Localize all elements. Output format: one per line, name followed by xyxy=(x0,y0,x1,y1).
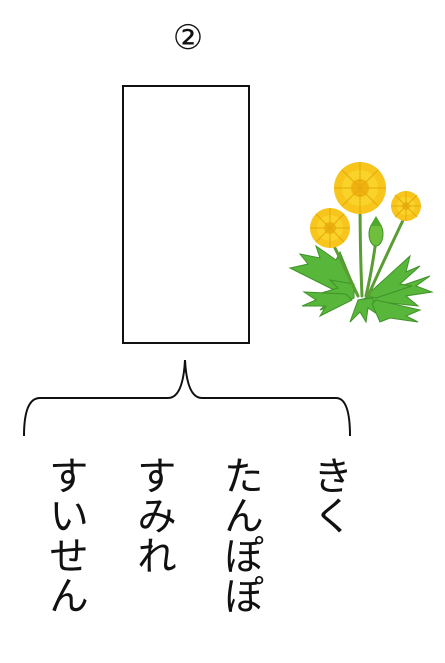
choice-suisen[interactable]: すいせん xyxy=(42,455,88,615)
choices-brace xyxy=(23,359,351,437)
choice-tanpopo[interactable]: たんぽぽ xyxy=(217,455,263,615)
answer-box[interactable] xyxy=(122,85,250,344)
choice-sumire[interactable]: すみれ xyxy=(130,455,176,575)
dandelion-icon xyxy=(288,162,434,324)
question-number: ② xyxy=(172,18,204,58)
choice-kiku[interactable]: きく xyxy=(306,455,352,535)
